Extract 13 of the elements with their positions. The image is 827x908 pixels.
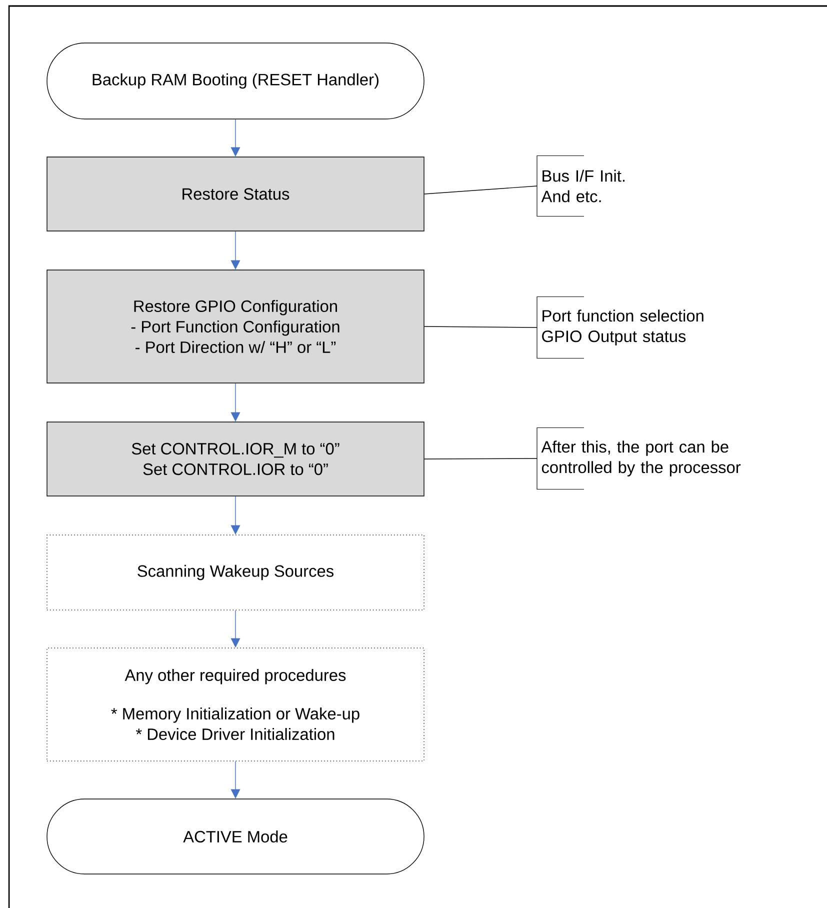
leader-line [424, 458, 538, 460]
leader-line [424, 326, 538, 328]
leader-line [424, 186, 538, 194]
process-box: Any other required procedures * Memory Initialization or Wake-up * Device Driver Initialization [46, 648, 424, 762]
process-box: Restore Status [46, 156, 424, 232]
terminal-box: Backup RAM Booting (RESET Handler) [46, 42, 424, 120]
process-box: Set CONTROL.IOR_M to “0” Set CONTROL.IOR to “0” [46, 422, 424, 496]
annotation-bracket: Bus I/F Init. And etc. [536, 155, 624, 217]
process-box: Restore GPIO Configuration - Port Function Configuration - Port Direction w/ “H” or “L” [46, 270, 424, 384]
process-box: Scanning Wakeup Sources [46, 534, 424, 610]
annotation-bracket: Port function selection GPIO Output status [536, 296, 704, 359]
annotation-bracket: After this, the port can be controlled by the processor [536, 427, 741, 490]
terminal-box: ACTIVE Mode [46, 798, 424, 874]
